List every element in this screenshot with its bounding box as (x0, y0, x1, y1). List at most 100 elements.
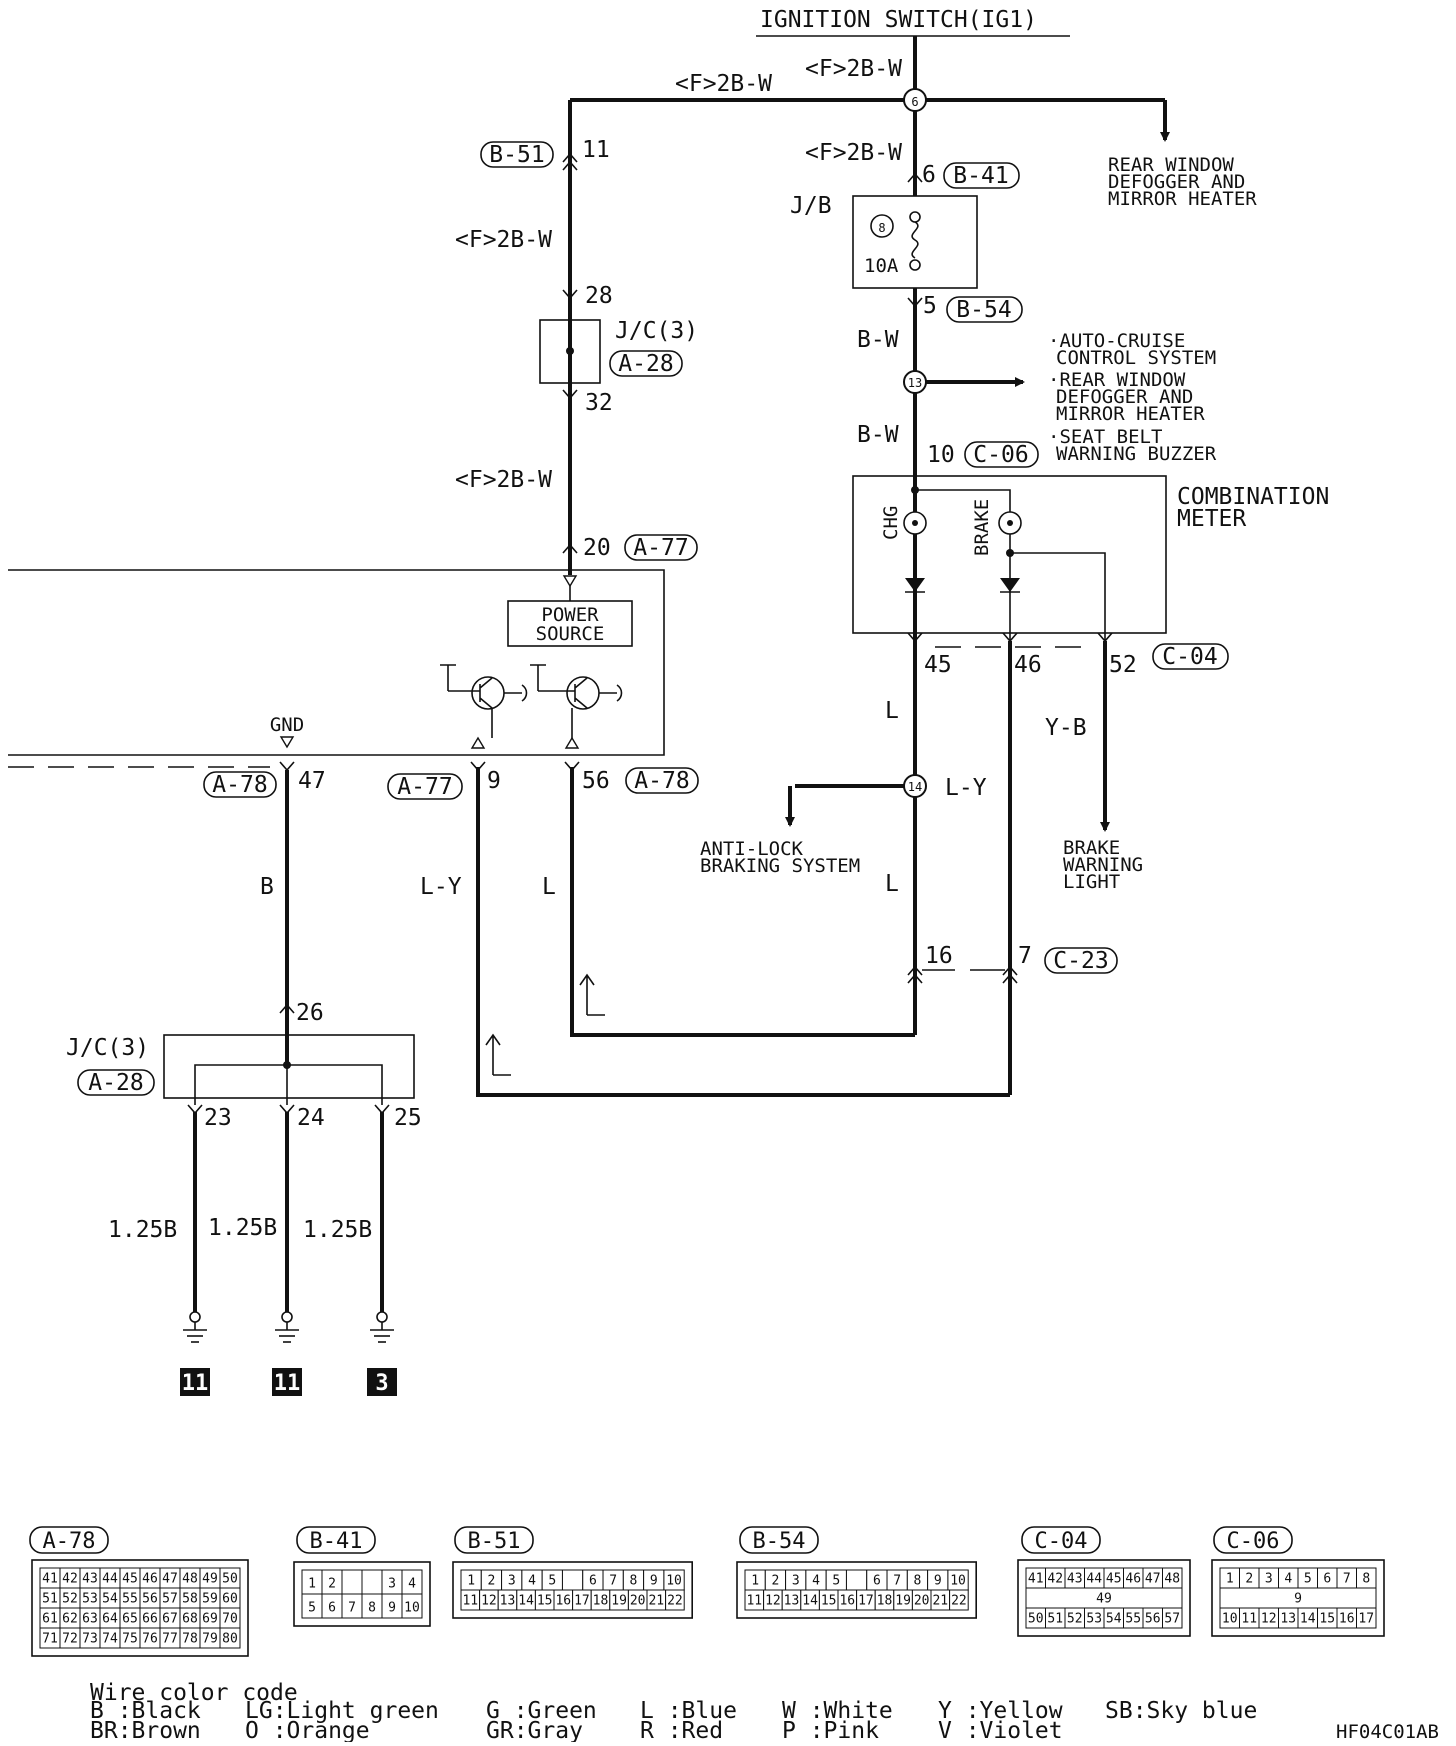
legend-title: Wire color code (90, 1680, 298, 1706)
face-pin-a78: 77 (162, 1631, 178, 1646)
face-pin-c04: 45 (1106, 1571, 1122, 1586)
terminal-c23-7 (1002, 965, 1018, 984)
terminal-jc-26 (279, 1003, 295, 1014)
face-pin-c06: 12 (1261, 1611, 1277, 1626)
joint-connector-upper (539, 319, 601, 384)
face-pin-b41: 7 (348, 1600, 356, 1615)
face-pin-b51: 17 (574, 1593, 590, 1608)
face-pin-a78: 78 (182, 1631, 198, 1646)
face-pin-b54: 3 (792, 1573, 800, 1588)
terminal-a78-56 (564, 761, 580, 772)
face-pin-b54: 14 (802, 1593, 818, 1608)
pin-46: 46 (1014, 652, 1042, 678)
face-pin-b41: 10 (404, 1600, 420, 1615)
connector-a78-left: A-78 (212, 772, 267, 798)
fuse-element (911, 221, 919, 259)
face-pin-b54: 1 (751, 1573, 759, 1588)
fuse-bottom-terminal (909, 259, 921, 271)
connector-b54: B-54 (956, 297, 1011, 323)
pin-52: 52 (1109, 652, 1137, 678)
connector-tag-a78-left (203, 771, 277, 798)
face-pin-a78: 67 (162, 1611, 178, 1626)
wire-label-f2bw-4: <F>2B-W (455, 227, 552, 253)
connector-tag-c06 (964, 441, 1039, 468)
connector-tag-a28-upper (609, 350, 683, 377)
face-pin-b41: 9 (388, 1600, 396, 1615)
face-pin-a78: 73 (82, 1631, 98, 1646)
face-pin-a78: 46 (142, 1571, 158, 1586)
wire-label-l-2: L (885, 871, 899, 897)
face-pin-a78: 70 (222, 1611, 238, 1626)
pin-56: 56 (582, 768, 610, 794)
face-outline-a78 (31, 1559, 249, 1657)
terminal-jc-28 (562, 289, 578, 300)
brake-lamp-center (1007, 520, 1013, 526)
junction-14 (903, 774, 927, 798)
legend-item-v: V :Violet (938, 1718, 1063, 1742)
face-pin-c06: 17 (1358, 1611, 1374, 1626)
junction-6 (903, 88, 927, 112)
connector-a28-upper: A-28 (618, 351, 673, 377)
drawing-id: HF04C01AB (1336, 1721, 1439, 1742)
gnd-arrow-icon (279, 736, 295, 749)
face-cell-b41 (341, 1569, 363, 1595)
face-pin-b54: 20 (914, 1593, 930, 1608)
terminal-jc-32 (562, 389, 578, 400)
pin-5: 5 (923, 293, 937, 319)
face-pin-b51: 1 (467, 1573, 475, 1588)
face-pin-a78: 60 (222, 1591, 238, 1606)
face-pin-b51: 5 (548, 1573, 556, 1588)
face-pin-c06: 9 (1294, 1591, 1302, 1606)
face-label-a78: A-78 (43, 1529, 96, 1554)
face-outline-c04 (1017, 1559, 1191, 1637)
chg-label: CHG (880, 506, 902, 540)
dest-sys-4: DEFOGGER AND (1056, 386, 1193, 408)
face-pin-a78: 57 (162, 1591, 178, 1606)
face-pin-b51: 3 (508, 1573, 516, 1588)
face-pin-b51: 16 (555, 1593, 571, 1608)
legend-item-y: Y :Yellow (938, 1698, 1063, 1724)
pin-25: 25 (394, 1105, 422, 1131)
brake-node (1006, 549, 1014, 557)
face-label-b51: B-51 (468, 1529, 521, 1554)
face-pin-b54: 6 (873, 1573, 881, 1588)
face-pin-c04: 46 (1125, 1571, 1141, 1586)
face-cell-b41 (361, 1569, 383, 1595)
connector-tag-a77-top (624, 534, 698, 561)
pin-10: 10 (927, 442, 955, 468)
joint-connector-lower (163, 1034, 415, 1099)
wire-l-loop (570, 767, 915, 1037)
pin-28: 28 (585, 283, 613, 309)
face-pin-c04: 56 (1145, 1611, 1161, 1626)
face-pin-c04: 54 (1106, 1611, 1122, 1626)
face-pin-c04: 41 (1028, 1571, 1044, 1586)
wire-label-ly-1: L-Y (945, 775, 987, 801)
transistor-icon-2 (530, 664, 623, 738)
face-label-c04: C-04 (1035, 1529, 1088, 1554)
face-pin-c06: 11 (1241, 1611, 1257, 1626)
face-pin-c06: 3 (1265, 1571, 1273, 1586)
pin-26: 26 (296, 1000, 324, 1026)
connector-b41: B-41 (953, 163, 1008, 189)
face-pin-b51: 11 (462, 1593, 478, 1608)
pin-6: 6 (922, 162, 936, 188)
ground-point-badge-3 (367, 1368, 397, 1396)
face-pin-a78: 49 (202, 1571, 218, 1586)
face-pin-b51: 2 (488, 1573, 496, 1588)
ground-point-badge-2 (272, 1368, 302, 1396)
face-pin-a78: 62 (62, 1611, 78, 1626)
face-pin-b41: 5 (308, 1600, 316, 1615)
brake-diode-icon (1000, 578, 1020, 592)
brake-label: BRAKE (971, 499, 993, 556)
face-pin-c06: 1 (1226, 1571, 1234, 1586)
power-source-label-1: POWER (541, 604, 599, 626)
face-cell-b51 (665, 1589, 685, 1611)
face-pin-c04: 48 (1164, 1571, 1180, 1586)
power-source-box (507, 600, 633, 647)
shield-mark-ly (485, 1033, 511, 1076)
dest-abs-2: BRAKING SYSTEM (700, 855, 860, 877)
face-label-b54: B-54 (753, 1529, 806, 1554)
face-pin-b51: 6 (589, 1573, 597, 1588)
fuse-number-circle (870, 214, 894, 238)
